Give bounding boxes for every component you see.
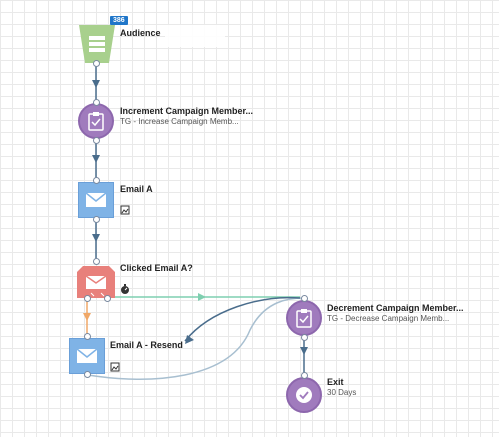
increment-title: Increment Campaign Member... — [120, 106, 254, 116]
increment-node[interactable] — [78, 103, 114, 139]
audience-node[interactable] — [79, 25, 115, 63]
clipboard-check-icon — [296, 309, 312, 328]
exit-in-port[interactable] — [301, 372, 308, 379]
timer-icon[interactable] — [120, 284, 130, 294]
resend-out-port[interactable] — [84, 371, 91, 378]
exit-node[interactable] — [286, 377, 322, 413]
decrement-in-port[interactable] — [301, 295, 308, 302]
audience-title: Audience — [120, 28, 161, 38]
clicked-decision-node[interactable] — [77, 262, 115, 298]
decrement-subtitle: TG - Decrease Campaign Memb... — [327, 314, 450, 323]
audience-shape — [79, 25, 115, 63]
decision-shape — [77, 266, 115, 298]
envelope-icon — [85, 192, 107, 207]
clock-check-icon — [296, 387, 312, 403]
clicked-yes-port[interactable] — [104, 295, 111, 302]
email-a-node[interactable] — [78, 182, 114, 218]
envelope-icon — [76, 348, 98, 363]
node-hover-area — [165, 25, 225, 47]
edge-resend-decrement — [87, 297, 305, 380]
resend-in-port[interactable] — [84, 333, 91, 340]
increment-in-port[interactable] — [93, 99, 100, 106]
email-a-in-port[interactable] — [93, 177, 100, 184]
audience-out-port[interactable] — [93, 60, 100, 67]
audience-count-badge: 386 — [110, 16, 128, 25]
decrement-out-port[interactable] — [301, 334, 308, 341]
increment-subtitle: TG - Increase Campaign Memb... — [120, 117, 239, 126]
resend-node[interactable] — [69, 338, 105, 374]
exit-subtitle: 30 Days — [327, 388, 357, 397]
email-a-out-port[interactable] — [93, 216, 100, 223]
email-a-title: Email A — [120, 184, 153, 194]
clicked-title: Clicked Email A? — [120, 263, 193, 273]
clipboard-check-icon — [88, 112, 104, 131]
clicked-in-port[interactable] — [93, 258, 100, 265]
decrement-node[interactable] — [286, 300, 322, 336]
increment-out-port[interactable] — [93, 137, 100, 144]
email-preview-icon[interactable] — [120, 205, 130, 215]
exit-title: Exit — [327, 377, 344, 387]
email-preview-icon[interactable] — [110, 362, 120, 372]
resend-title: Email A - Resend — [110, 340, 183, 350]
clicked-no-port[interactable] — [84, 295, 91, 302]
decrement-title: Decrement Campaign Member... — [327, 303, 464, 313]
